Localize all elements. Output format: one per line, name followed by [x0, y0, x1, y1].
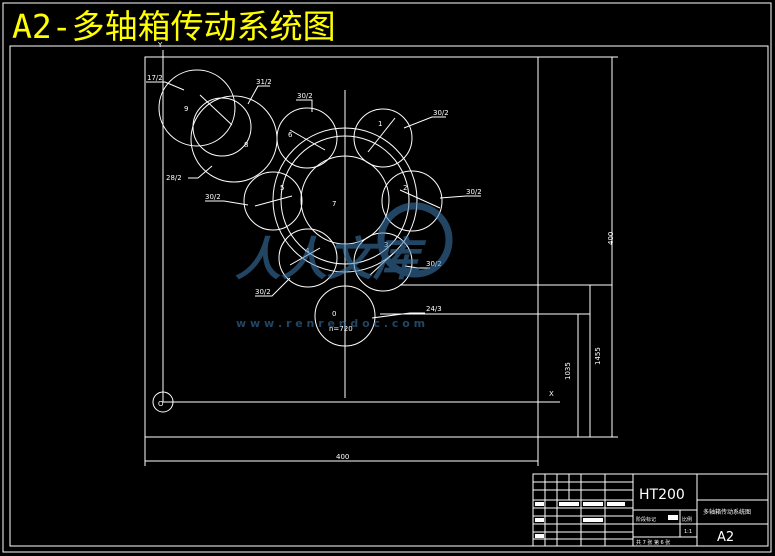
inner-frame: [9, 45, 769, 547]
title-block: [532, 473, 769, 547]
gear-7-outer-circle: [272, 127, 418, 273]
y-axis-label: Y: [157, 41, 163, 49]
dim-height: 400: [607, 232, 615, 245]
callout-30-2-a: 30/2: [297, 92, 313, 100]
gear-5-label: 5: [280, 184, 284, 192]
gear-8-label: 8: [244, 141, 248, 149]
bottom-dimension: [144, 437, 539, 466]
callout-30-2-d: 30/2: [466, 188, 482, 196]
callout-30-2-c: 30/2: [205, 193, 221, 201]
gear-9-circle: [158, 69, 236, 147]
gear-6-label: 6: [288, 131, 293, 139]
scale-heading: 比例: [682, 516, 692, 523]
dim-1455: 1455: [594, 347, 602, 365]
callout-30-2-f: 30/2: [255, 288, 271, 296]
gear-7-ring-circle: [280, 135, 410, 265]
radius-markers: [199, 94, 441, 276]
part-name-label: 多轴箱传动系统图: [703, 508, 751, 516]
origin-label: O: [158, 400, 164, 408]
gear-5-circle: [243, 171, 303, 231]
drawing-title: A2-多轴箱传动系统图: [12, 7, 336, 46]
callout-30-2-b: 30/2: [433, 109, 449, 117]
gear-0-circle: [314, 285, 376, 347]
watermark-logo-text: 人人文库: [235, 232, 427, 286]
gear-6-circle: [276, 107, 338, 169]
gear-2-circle: [381, 170, 443, 232]
gear-7-label: 7: [332, 200, 336, 208]
gear-8-inner-circle: [192, 97, 252, 157]
callout-31-2: 31/2: [256, 78, 272, 86]
speed-label: n=720: [329, 325, 353, 333]
watermark-logo-ring: [377, 202, 453, 278]
dim-1035: 1035: [564, 362, 572, 380]
material-label: HT200: [639, 487, 685, 503]
scale-value: 1:1: [684, 529, 692, 535]
sheet-count-label: 共 7 张 第 6 张: [636, 539, 670, 546]
gear-1-label: 1: [378, 120, 382, 128]
callout-leaders: [146, 81, 481, 319]
gear-8-circle: [190, 95, 278, 183]
stage-mark-label: 阶段标记: [636, 516, 656, 523]
title-block-fills: [535, 502, 678, 538]
gear-3-label: 3: [384, 241, 388, 249]
gear-7-hub-circle: [300, 155, 390, 245]
dim-width: 400: [336, 453, 349, 461]
gear-4-label: 4: [305, 247, 310, 255]
callout-24-3: 24/3: [426, 305, 442, 313]
watermark-url: w w w . r e n r e n d o c . c o m: [236, 317, 425, 330]
gear-train: [158, 69, 443, 347]
callout-28-2: 28/2: [166, 174, 182, 182]
gear-2-label: 2: [403, 184, 407, 192]
watermark: 人人文库 w w w . r e n r e n d o c . c o m: [235, 202, 453, 330]
callout-17-2: 17/2: [147, 74, 163, 82]
sheet-size-label: A2: [717, 530, 734, 545]
gear-0-label: 0: [332, 310, 336, 318]
coordinate-axes: [152, 50, 560, 413]
x-axis-label: X: [549, 390, 554, 398]
drawing-boundary: [144, 56, 539, 438]
gear-1-circle: [353, 108, 413, 168]
gear-4-circle: [278, 228, 338, 288]
gear-9-label: 9: [184, 105, 188, 113]
right-dimensions: [380, 56, 618, 438]
